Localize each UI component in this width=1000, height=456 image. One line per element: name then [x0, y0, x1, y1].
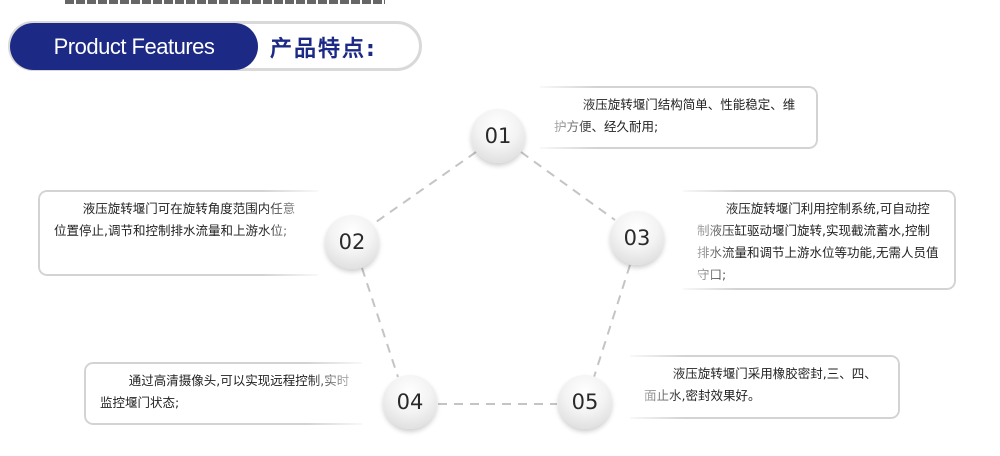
feature-card-02: 液压旋转堰门可在旋转角度范围内任意位置停止,调节和控制排水流量和上游水位;	[38, 190, 318, 276]
node-number-01: 01	[484, 124, 512, 148]
feature-node-04: 04	[383, 375, 437, 429]
connector-01-02	[375, 151, 477, 223]
feature-node-01: 01	[471, 109, 525, 163]
feature-card-05: 液压旋转堰门采用橡胶密封,三、四、面止水,密封效果好。	[630, 355, 900, 419]
connector-02-04	[361, 267, 399, 378]
feature-card-01: 液压旋转堰门结构简单、性能稳定、维护方便、经久耐用;	[540, 86, 818, 149]
node-number-05: 05	[571, 390, 599, 414]
feature-text-01: 液压旋转堰门结构简单、性能稳定、维护方便、经久耐用;	[554, 97, 796, 134]
feature-node-02: 02	[325, 215, 379, 269]
connector-01-03	[520, 151, 616, 221]
feature-text-02: 液压旋转堰门可在旋转角度范围内任意位置停止,调节和控制排水流量和上游水位;	[54, 201, 296, 238]
feature-text-05: 液压旋转堰门采用橡胶密封,三、四、面止水,密封效果好。	[644, 366, 877, 403]
feature-node-05: 05	[558, 375, 612, 429]
header-title-en: Product Features	[10, 23, 258, 70]
feature-node-03: 03	[610, 211, 664, 265]
connector-03-05	[593, 264, 631, 378]
header-title-cn: 产品特点:	[270, 37, 377, 62]
node-number-03: 03	[623, 226, 651, 250]
node-number-04: 04	[396, 390, 424, 414]
feature-text-04: 通过高清摄像头,可以实现远程控制,实时监控堰门状态;	[100, 373, 350, 410]
feature-card-04: 通过高清摄像头,可以实现远程控制,实时监控堰门状态;	[84, 362, 362, 425]
cropped-top-text	[65, 0, 385, 4]
feature-card-03: 液压旋转堰门利用控制系统,可自动控制液压缸驱动堰门旋转,实现截流蓄水,控制排水流…	[683, 190, 956, 290]
node-number-02: 02	[338, 230, 366, 254]
feature-text-03: 液压旋转堰门利用控制系统,可自动控制液压缸驱动堰门旋转,实现截流蓄水,控制排水流…	[697, 201, 939, 282]
